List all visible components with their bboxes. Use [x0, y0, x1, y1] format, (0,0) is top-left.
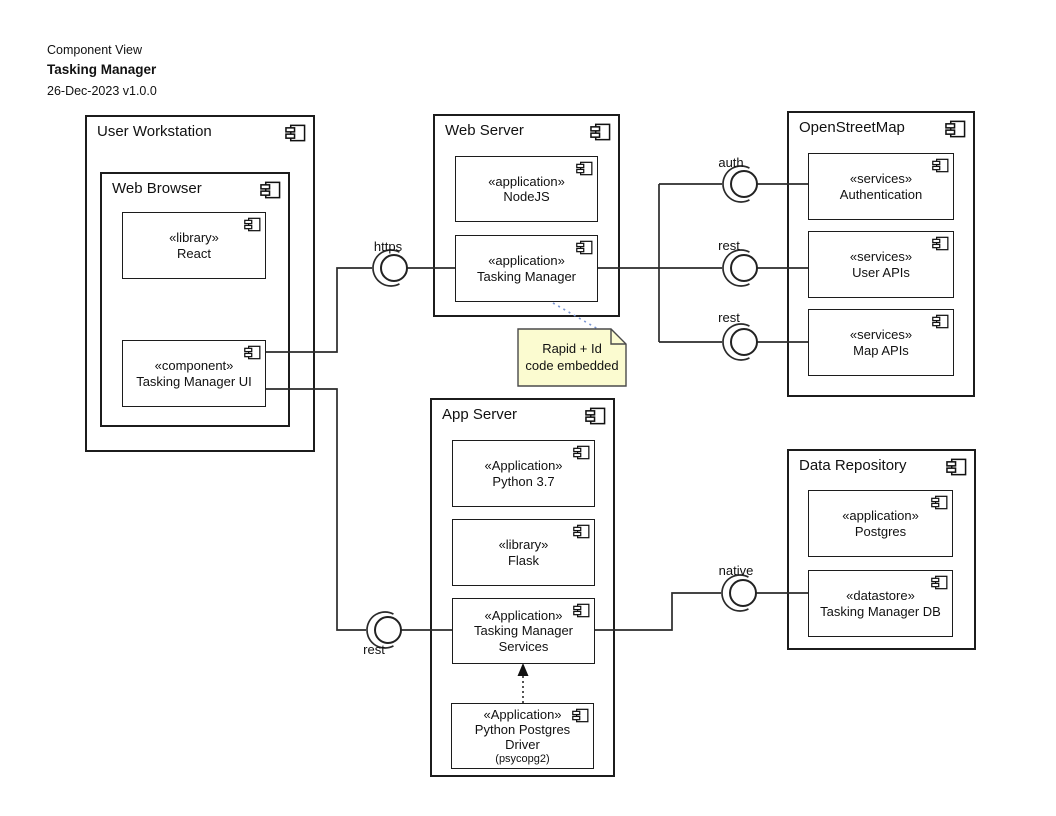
- interface-label-rest-app: rest: [363, 642, 385, 657]
- interface-rest-map: [722, 323, 758, 361]
- component-name: Flask: [507, 552, 540, 568]
- component-icon: [244, 345, 261, 360]
- stereotype: «services»: [849, 327, 913, 343]
- interface-label-https: https: [373, 239, 403, 254]
- socket-icon: [721, 574, 749, 612]
- interface-rest-user: [722, 249, 758, 287]
- ball-icon: [729, 579, 757, 607]
- component-icon: [585, 407, 606, 425]
- component-icon: [244, 217, 261, 232]
- interface-native: [721, 574, 757, 612]
- component-name: Tasking Manager: [477, 268, 576, 284]
- component-name: Postgres: [854, 523, 907, 539]
- diagram-title: Tasking Manager: [47, 62, 157, 77]
- note-line: Rapid + Id: [542, 341, 602, 357]
- component-name: React: [177, 245, 211, 261]
- component-react: «library» React: [122, 212, 266, 279]
- stereotype: «services»: [849, 249, 913, 265]
- component-icon: [573, 524, 590, 539]
- socket-icon: [372, 249, 400, 287]
- component-tasking-manager-app: «application» Tasking Manager: [455, 235, 598, 302]
- component-icon: [576, 240, 593, 255]
- interface-label-rest-map: rest: [718, 310, 740, 325]
- component-icon: [572, 708, 589, 723]
- ball-icon: [730, 254, 758, 282]
- stereotype: «Application»: [484, 458, 563, 474]
- component-icon: [576, 161, 593, 176]
- component-icon: [946, 458, 967, 476]
- component-name: User APIs: [852, 264, 910, 280]
- component-nodejs: «application» NodeJS: [455, 156, 598, 222]
- component-icon: [573, 445, 590, 460]
- stereotype: «application»: [488, 253, 565, 269]
- component-name: Map APIs: [853, 342, 909, 358]
- component-name: NodeJS: [503, 189, 550, 204]
- stereotype: «Application»: [484, 608, 563, 623]
- component-icon: [260, 181, 281, 199]
- node-title: App Server: [442, 406, 518, 423]
- component-icon: [590, 123, 611, 141]
- note-line: code embedded: [525, 357, 619, 373]
- interface-label-auth: auth: [718, 155, 744, 170]
- socket-icon: [722, 323, 750, 361]
- component-icon: [932, 314, 949, 329]
- component-name: Python Postgres Driver: [474, 721, 571, 753]
- diagram-version: 26-Dec-2023 v1.0.0: [47, 84, 157, 98]
- interface-label-rest-user: rest: [718, 238, 740, 253]
- component-map-apis: «services» Map APIs: [808, 309, 954, 376]
- node-title: Web Server: [445, 122, 524, 139]
- component-icon: [285, 124, 306, 142]
- component-icon: [931, 495, 948, 510]
- ball-icon: [380, 254, 408, 282]
- component-tasking-manager-ui: «component» Tasking Manager UI: [122, 340, 266, 407]
- component-name: Tasking Manager DB: [820, 603, 941, 619]
- component-tasking-manager-db: «datastore» Tasking Manager DB: [808, 570, 953, 637]
- component-postgres: «application» Postgres: [808, 490, 953, 557]
- component-name: Tasking Manager Services: [474, 623, 573, 654]
- component-python-postgres-driver: «Application» Python Postgres Driver (ps…: [451, 703, 594, 769]
- ball-icon: [730, 170, 758, 198]
- component-name: Tasking Manager UI: [136, 373, 252, 389]
- component-detail: (psycopg2): [495, 752, 550, 765]
- node-title: Data Repository: [799, 457, 907, 474]
- component-icon: [945, 120, 966, 138]
- component-python: «Application» Python 3.7: [452, 440, 595, 507]
- component-tasking-manager-services: «Application» Tasking Manager Services: [452, 598, 595, 664]
- component-icon: [573, 603, 590, 618]
- stereotype: «library»: [498, 537, 549, 553]
- interface-https: [372, 249, 408, 287]
- interface-auth: [722, 165, 758, 203]
- stereotype: «application»: [488, 173, 565, 189]
- stereotype: «datastore»: [846, 588, 915, 604]
- ball-icon: [374, 616, 402, 644]
- component-name: Python 3.7: [492, 473, 555, 489]
- diagram-subtitle: Component View: [47, 43, 142, 57]
- stereotype: «library»: [169, 230, 219, 246]
- ball-icon: [730, 328, 758, 356]
- note: Rapid + Id code embedded: [518, 329, 626, 386]
- stereotype: «component»: [154, 358, 234, 374]
- socket-icon: [722, 249, 750, 287]
- interface-label-native: native: [718, 563, 754, 578]
- node-title: Web Browser: [112, 180, 202, 197]
- component-flask: «library» Flask: [452, 519, 595, 586]
- component-icon: [932, 158, 949, 173]
- node-title: OpenStreetMap: [799, 119, 905, 136]
- socket-icon: [722, 165, 750, 203]
- stereotype: «services»: [849, 171, 913, 187]
- stereotype: «application»: [842, 508, 919, 524]
- component-icon: [932, 236, 949, 251]
- node-title: User Workstation: [97, 123, 212, 140]
- component-user-apis: «services» User APIs: [808, 231, 954, 298]
- stereotype: «Application»: [483, 706, 562, 722]
- component-icon: [931, 575, 948, 590]
- component-authentication: «services» Authentication: [808, 153, 954, 220]
- component-name: Authentication: [839, 186, 923, 202]
